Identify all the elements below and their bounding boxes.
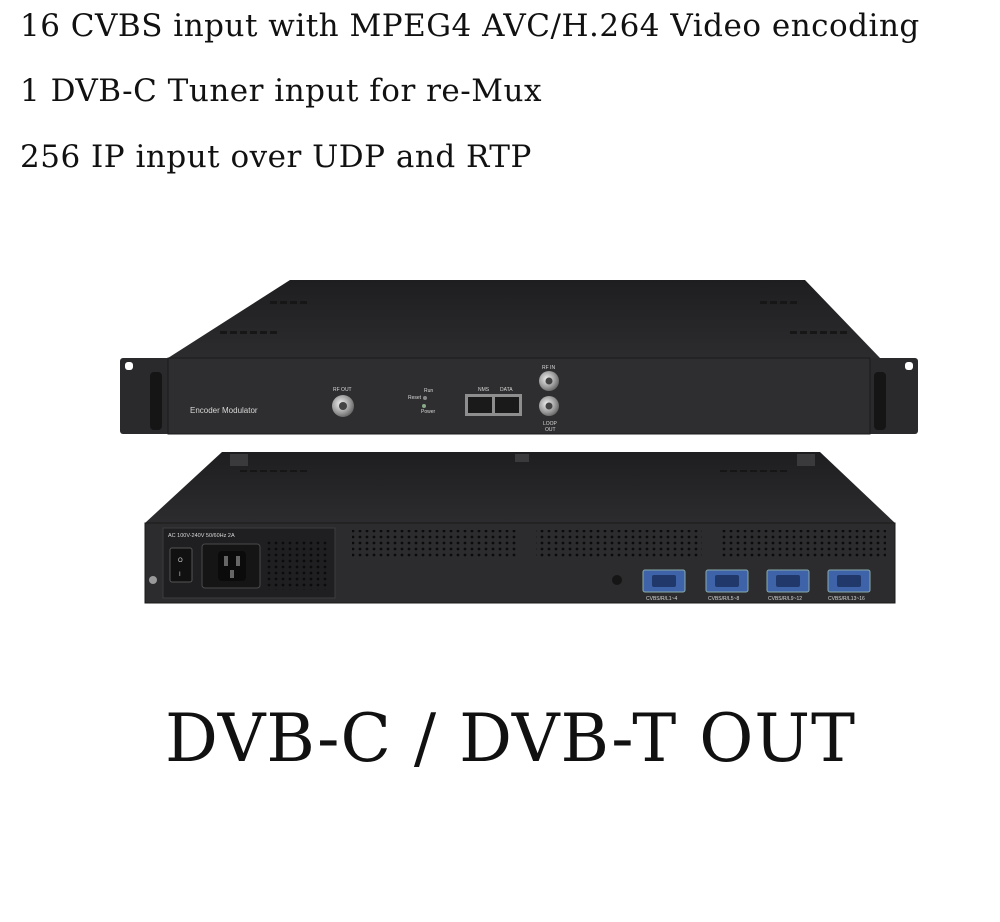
rear-unit-top: [145, 452, 895, 523]
out-label: OUT: [545, 427, 556, 433]
rf-in-label: RF IN: [542, 365, 555, 371]
nms-label: NMS: [478, 387, 490, 393]
power-label: Power: [421, 409, 436, 415]
brand-label: Encoder Modulator: [190, 406, 258, 415]
rear-vent-1: [352, 530, 518, 558]
nms-port: [468, 397, 492, 413]
reset-button: [423, 396, 427, 400]
headline-ip: 256 IP input over UDP and RTP: [20, 139, 532, 175]
rear-vent-3: [720, 530, 886, 558]
rear-vent-2: [536, 530, 702, 558]
headline-encoding: 16 CVBS input with MPEG4 AVC/H.264 Video…: [20, 8, 920, 44]
run-label: Run: [424, 388, 433, 394]
loop-label: LOOP: [543, 421, 558, 427]
reset-label: Reset: [408, 395, 422, 401]
rear-unit: AC 100V-240V 50/60Hz 2A O I CVBS/R/L1~4 …: [144, 452, 896, 604]
rf-out-label: RF OUT: [333, 387, 352, 393]
rear-screw: [612, 575, 622, 585]
power-switch: [169, 547, 193, 583]
output-caption: DVB-C / DVB-T OUT: [165, 700, 856, 777]
data-port: [495, 397, 519, 413]
power-rating-label: AC 100V-240V 50/60Hz 2A: [168, 533, 235, 539]
headline-tuner: 1 DVB-C Tuner input for re-Mux: [20, 73, 542, 109]
data-label: DATA: [500, 387, 513, 393]
power-vent: [266, 540, 330, 590]
ground-screw: [149, 576, 157, 584]
front-unit-top: [168, 280, 880, 358]
port-label-1: CVBS/R/L1~4: [646, 596, 677, 602]
port-label-3: CVBS/R/L9~12: [768, 596, 802, 602]
port-label-4: CVBS/R/L13~16: [828, 596, 865, 602]
switch-on-label: I: [179, 572, 181, 578]
front-unit: Encoder Modulator RF OUT Run Reset Power…: [120, 280, 918, 435]
switch-off-label: O: [178, 558, 183, 564]
power-led: [422, 404, 426, 408]
port-label-2: CVBS/R/L5~8: [708, 596, 739, 602]
